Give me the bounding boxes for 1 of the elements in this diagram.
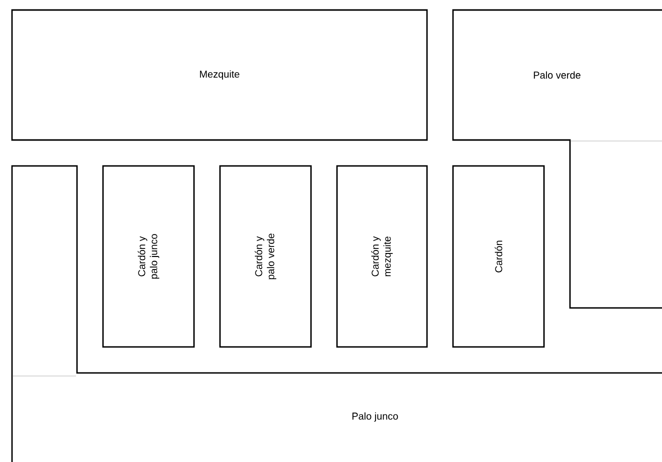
- zone-box: Mezquite: [11, 9, 428, 141]
